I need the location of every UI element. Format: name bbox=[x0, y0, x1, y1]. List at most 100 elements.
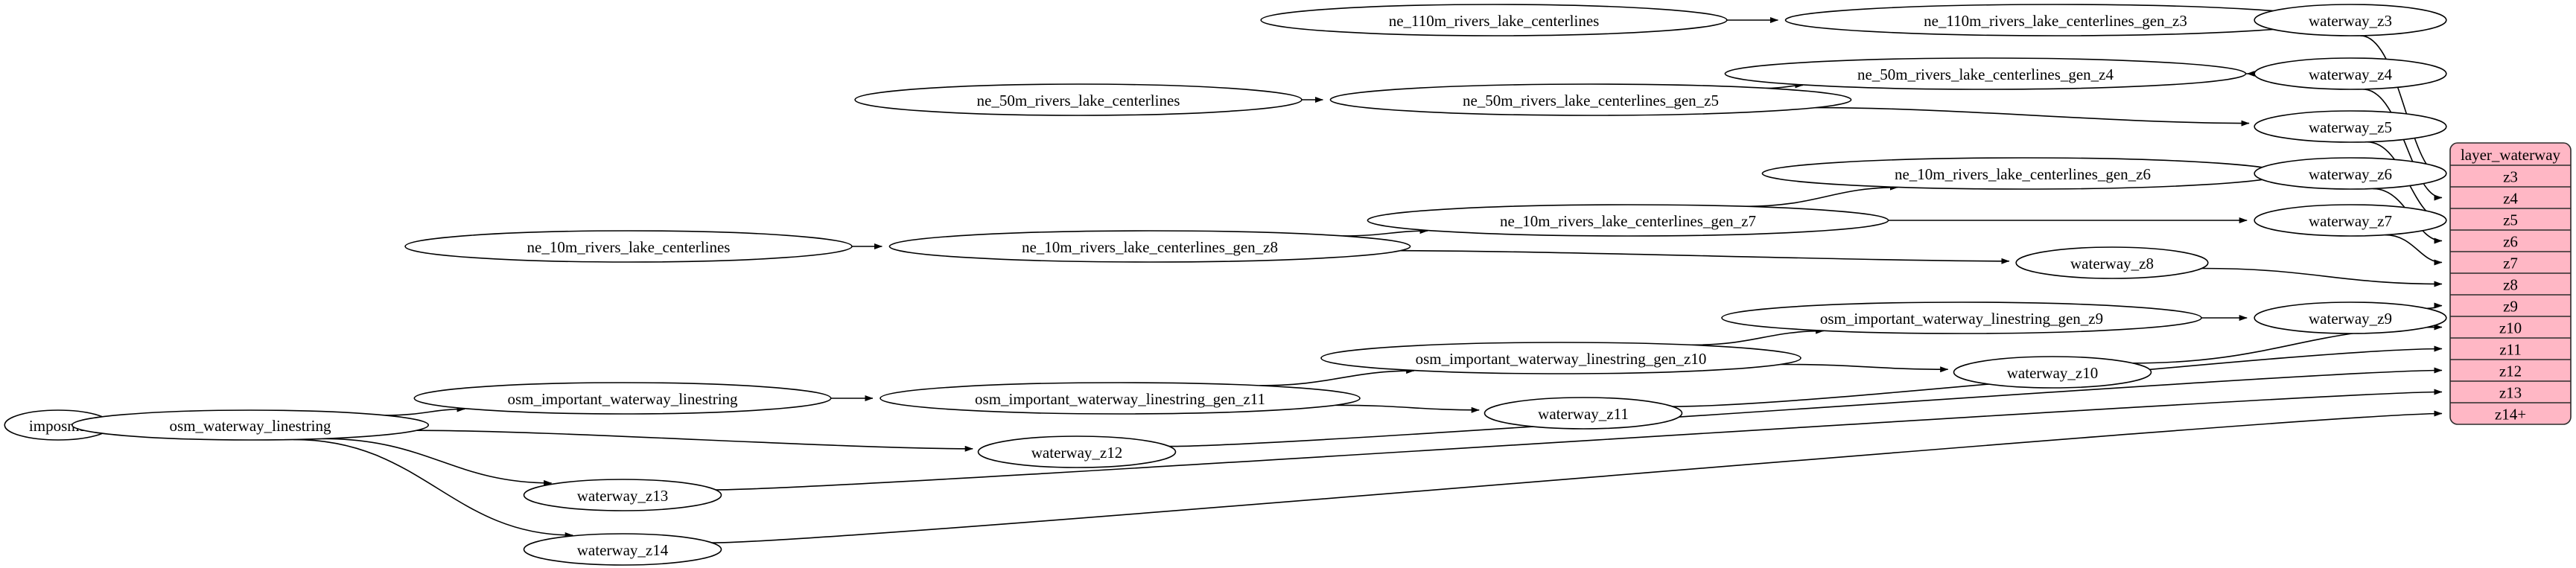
graph-edge-ne10_z7-to-ne10_z6 bbox=[1745, 184, 1898, 208]
graph-edge-osm_ww-to-osm_imp bbox=[385, 406, 465, 416]
node-label: ne_110m_rivers_lake_centerlines_gen_z3 bbox=[1924, 12, 2187, 30]
graph-edge-osm_ww-to-waterway_z13 bbox=[322, 438, 553, 486]
record-row-z5[interactable]: z5 bbox=[2503, 211, 2518, 229]
graph-edge-waterway_z12-to-layer_waterway.z12 bbox=[1169, 367, 2443, 447]
record-row-z6[interactable]: z6 bbox=[2503, 233, 2518, 251]
node-shape bbox=[854, 83, 1303, 116]
graph-node-ne50_z5[interactable]: ne_50m_rivers_lake_centerlines_gen_z5 bbox=[1329, 83, 1852, 116]
record-body bbox=[2449, 142, 2572, 425]
node-label: waterway_z9 bbox=[2309, 310, 2392, 328]
record-node-layer: layer_waterway z3 z4 z5 z6 z7 z8 z9 z10 z11 z12 z13… bbox=[2449, 142, 2572, 425]
graph-node-ne50_z4[interactable]: ne_50m_rivers_lake_centerlines_gen_z4 bbox=[1724, 57, 2247, 90]
graph-node-ne10[interactable]: ne_10m_rivers_lake_centerlines bbox=[404, 230, 853, 263]
graph-edge-osm_imp_z11-to-waterway_z11 bbox=[1335, 404, 1480, 413]
graph-edge-osm_ww-to-waterway_z12 bbox=[416, 430, 973, 452]
graph-edge-waterway_z13-to-layer_waterway.z13 bbox=[715, 389, 2443, 491]
graph-node-imposm3[interactable]: imposm3 bbox=[4, 409, 112, 441]
node-shape bbox=[1483, 397, 1683, 430]
graph-edge-ne10_z8-to-ne10_z7 bbox=[1342, 228, 1428, 237]
node-label: ne_10m_rivers_lake_centerlines bbox=[527, 238, 731, 256]
node-label: waterway_z14 bbox=[577, 541, 669, 559]
record-row-z9[interactable]: z9 bbox=[2503, 298, 2518, 316]
node-shape bbox=[71, 409, 429, 441]
node-shape bbox=[413, 382, 832, 415]
graph-edge-waterway_z3-to-layer_waterway.z3 bbox=[2360, 35, 2443, 179]
record-row-z10[interactable]: z10 bbox=[2499, 319, 2522, 337]
node-label: ne_10m_rivers_lake_centerlines_gen_z7 bbox=[1500, 212, 1756, 230]
node-label: waterway_z5 bbox=[2309, 118, 2392, 136]
node-label: osm_important_waterway_linestring bbox=[507, 390, 738, 408]
node-shape bbox=[2254, 110, 2447, 143]
record-row-z4[interactable]: z4 bbox=[2503, 190, 2518, 208]
node-shape bbox=[523, 479, 722, 511]
node-shape bbox=[1953, 356, 2152, 389]
node-label: waterway_z12 bbox=[1031, 444, 1122, 462]
graph-edge-waterway_z9-to-layer_waterway.z9 bbox=[2426, 302, 2443, 310]
node-label: ne_50m_rivers_lake_centerlines bbox=[977, 92, 1180, 109]
graph-node-waterway_z3[interactable]: waterway_z3 bbox=[2254, 4, 2447, 36]
graph-node-waterway_z13[interactable]: waterway_z13 bbox=[523, 479, 722, 511]
record-title: layer_waterway bbox=[2461, 146, 2561, 164]
record-row-z3[interactable]: z3 bbox=[2503, 168, 2518, 186]
graph-node-waterway_z6[interactable]: waterway_z6 bbox=[2254, 157, 2447, 190]
record-row-z14+[interactable]: z14+ bbox=[2495, 406, 2526, 424]
graph-node-osm_imp_z11[interactable]: osm_important_waterway_linestring_gen_z1… bbox=[880, 382, 1361, 415]
node-label: waterway_z7 bbox=[2309, 212, 2392, 230]
record-node-layer-waterway[interactable]: layer_waterway z3 z4 z5 z6 z7 z8 z9 z10 z11 z12 z13… bbox=[2449, 142, 2572, 425]
graph-node-waterway_z9[interactable]: waterway_z9 bbox=[2254, 301, 2447, 334]
graph-edge-osm_imp_z11-to-osm_imp_z10 bbox=[1259, 368, 1415, 386]
graph-edge-waterway_z14-to-layer_waterway.z14+ bbox=[711, 410, 2443, 543]
graph-node-waterway_z5[interactable]: waterway_z5 bbox=[2254, 110, 2447, 143]
graph-node-waterway_z4[interactable]: waterway_z4 bbox=[2254, 57, 2447, 90]
graph-edge-waterway_z4-to-layer_waterway.z4 bbox=[2362, 89, 2443, 201]
graph-node-waterway_z7[interactable]: waterway_z7 bbox=[2254, 204, 2447, 237]
node-shape bbox=[2015, 246, 2209, 279]
node-label: osm_important_waterway_linestring_gen_z1… bbox=[975, 390, 1265, 408]
node-shape bbox=[888, 230, 1411, 263]
node-shape bbox=[977, 435, 1177, 468]
graph-node-ne10_z6[interactable]: ne_10m_rivers_lake_centerlines_gen_z6 bbox=[1761, 157, 2284, 190]
graph-node-ne110[interactable]: ne_110m_rivers_lake_centerlines bbox=[1260, 4, 1728, 36]
record-row-z12[interactable]: z12 bbox=[2499, 363, 2522, 380]
graph-node-ne110_z3[interactable]: ne_110m_rivers_lake_centerlines_gen_z3 bbox=[1784, 4, 2327, 36]
graph-node-ne50[interactable]: ne_50m_rivers_lake_centerlines bbox=[854, 83, 1303, 116]
graph-node-osm_ww[interactable]: osm_waterway_linestring bbox=[71, 409, 429, 441]
graph-node-waterway_z14[interactable]: waterway_z14 bbox=[523, 533, 722, 566]
graph-edge-ne10_z8-to-waterway_z8 bbox=[1400, 249, 2010, 264]
graph-node-osm_imp_z10[interactable]: osm_important_waterway_linestring_gen_z1… bbox=[1320, 342, 1801, 374]
node-label: waterway_z6 bbox=[2309, 165, 2392, 183]
record-row-z8[interactable]: z8 bbox=[2503, 276, 2518, 294]
node-shape bbox=[404, 230, 853, 263]
node-label: ne_50m_rivers_lake_centerlines_gen_z4 bbox=[1857, 66, 2114, 83]
graph-node-waterway_z11[interactable]: waterway_z11 bbox=[1483, 397, 1683, 430]
graph-node-waterway_z12[interactable]: waterway_z12 bbox=[977, 435, 1177, 468]
record-row-z11[interactable]: z11 bbox=[2499, 341, 2522, 359]
node-label: ne_110m_rivers_lake_centerlines bbox=[1389, 12, 1600, 30]
graph-edge-waterway_z7-to-layer_waterway.z7 bbox=[2385, 234, 2443, 266]
node-label: ne_10m_rivers_lake_centerlines_gen_z6 bbox=[1895, 165, 2151, 183]
node-shape bbox=[2254, 301, 2447, 334]
node-label: ne_50m_rivers_lake_centerlines_gen_z5 bbox=[1463, 92, 1719, 109]
graph-edge-osm_imp_z10-to-waterway_z10 bbox=[1780, 363, 1949, 373]
node-shape bbox=[1721, 301, 2202, 334]
graph-edge-ne50_z5-to-ne50_z4 bbox=[1766, 82, 1804, 89]
graph-node-waterway_z8[interactable]: waterway_z8 bbox=[2015, 246, 2209, 279]
graph-node-ne10_z8[interactable]: ne_10m_rivers_lake_centerlines_gen_z8 bbox=[888, 230, 1411, 263]
graph-edge-osm_imp_z10-to-osm_imp_z9 bbox=[1691, 328, 1825, 346]
graph-node-ne10_z7[interactable]: ne_10m_rivers_lake_centerlines_gen_z7 bbox=[1367, 204, 1889, 237]
record-row-z7[interactable]: z7 bbox=[2503, 255, 2518, 272]
graph-node-osm_imp[interactable]: osm_important_waterway_linestring bbox=[413, 382, 832, 415]
node-shape bbox=[880, 382, 1361, 415]
node-shape bbox=[2254, 57, 2447, 90]
record-row-z13[interactable]: z13 bbox=[2499, 384, 2522, 402]
node-label: waterway_z3 bbox=[2309, 12, 2392, 30]
graph-node-waterway_z10[interactable]: waterway_z10 bbox=[1953, 356, 2152, 389]
edge-layer bbox=[57, 17, 2443, 543]
graph-node-osm_imp_z9[interactable]: osm_important_waterway_linestring_gen_z9 bbox=[1721, 301, 2202, 334]
node-shape bbox=[1320, 342, 1801, 374]
node-shape bbox=[2254, 204, 2447, 237]
node-label: ne_10m_rivers_lake_centerlines_gen_z8 bbox=[1022, 238, 1278, 256]
